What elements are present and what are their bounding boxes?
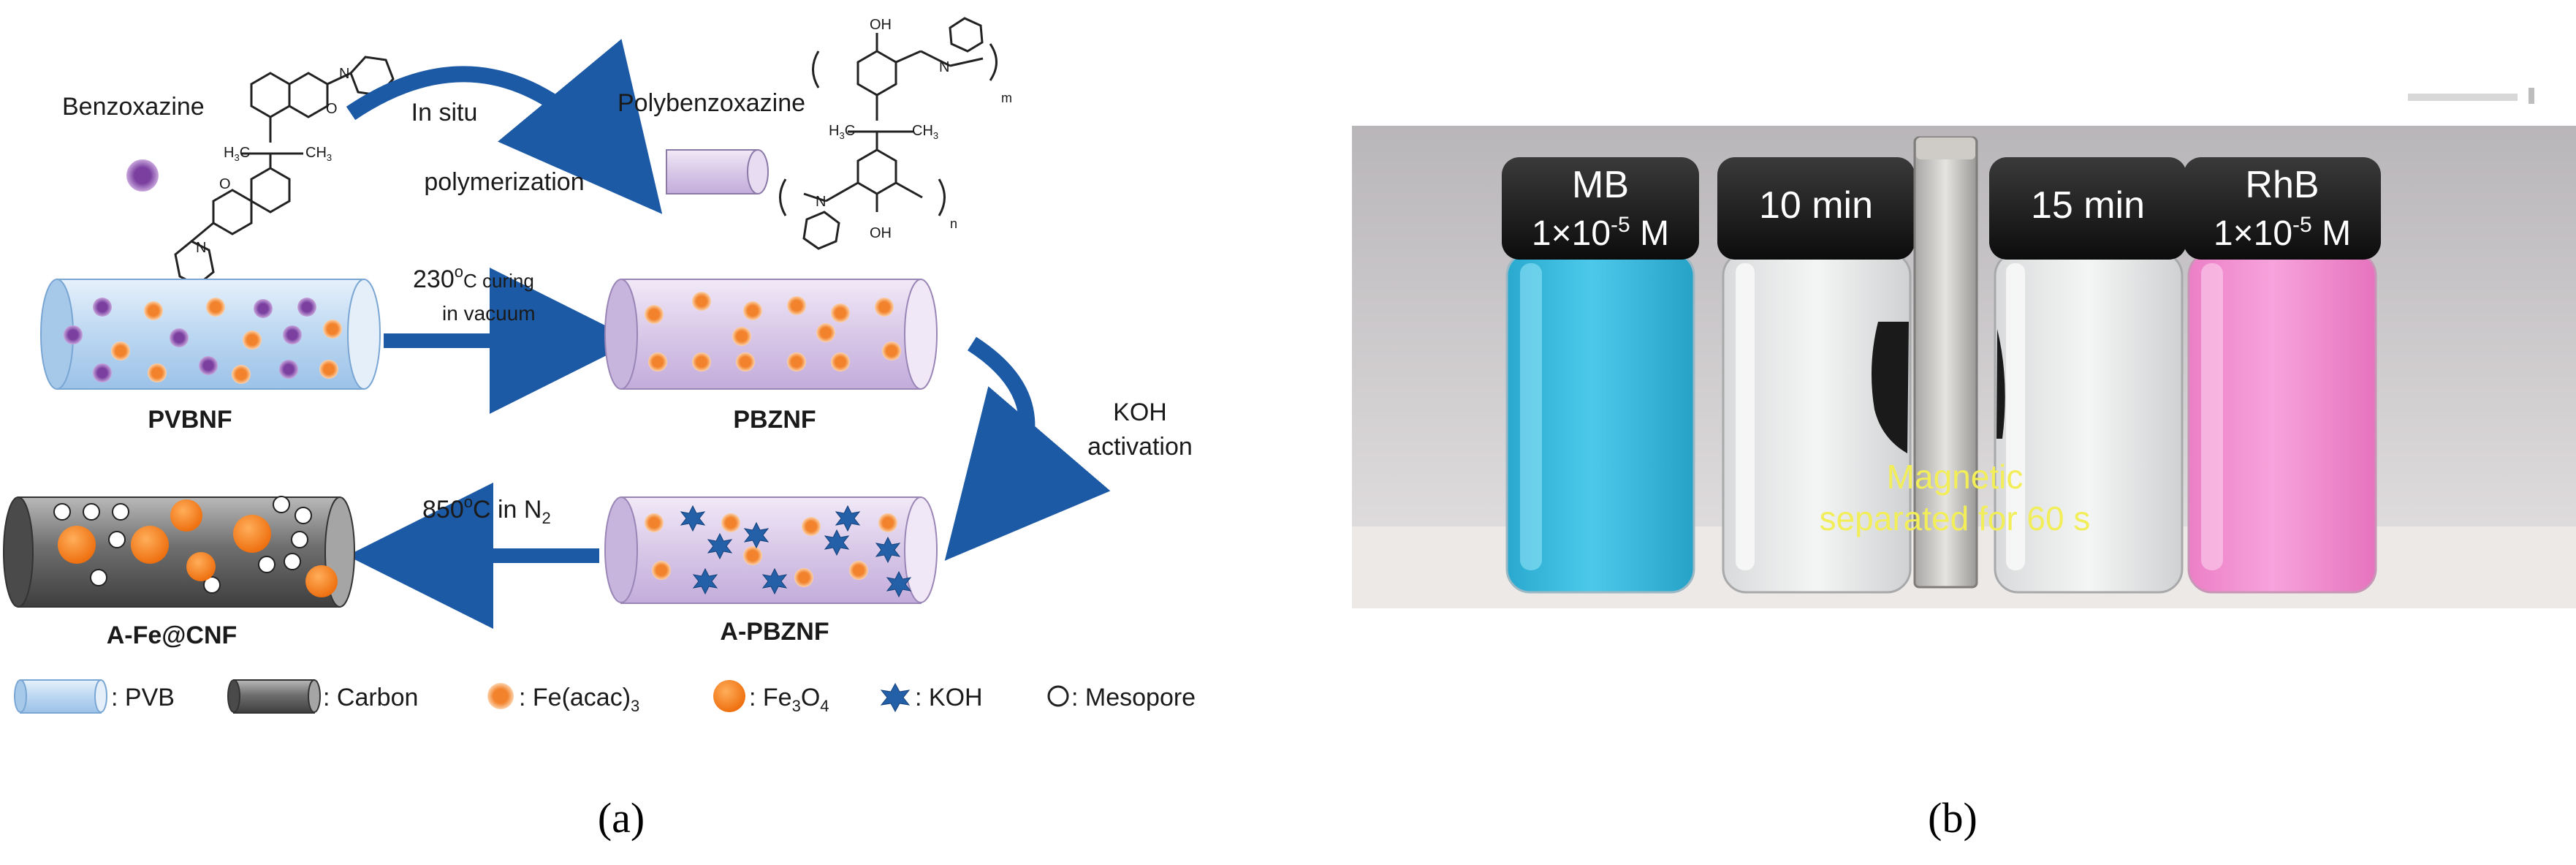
cropped-fragment: [2408, 94, 2518, 101]
pvbnf-fiber: [40, 279, 381, 390]
n-label-poly-bottom: N: [816, 194, 826, 210]
h3c-label-poly: H3C: [829, 123, 855, 141]
polybenzoxazine-label: Polybenzoxazine: [618, 89, 805, 117]
benzoxazine-label: Benzoxazine: [62, 93, 205, 121]
adsorbent-cluster-2: [1996, 329, 2005, 439]
koh-line2: activation: [1087, 433, 1193, 461]
curing-line1: 230oC curing: [413, 262, 534, 293]
n-subscript: n: [950, 216, 957, 231]
koh-line1: KOH: [1113, 398, 1167, 426]
vial-10min: 10 min: [1717, 157, 1915, 594]
oh-label-top: OH: [870, 17, 892, 33]
curing-line2: in vacuum: [442, 302, 536, 325]
legend: : PVB : Carbon : Fe(acac)3 : Fe3O4 : KOH: [14, 679, 1196, 715]
koh-activation-arrow: [944, 336, 1111, 561]
pyrolysis-label: 850oC in N2: [422, 493, 551, 527]
apbznf-label: A-PBZNF: [720, 618, 829, 646]
polymerization-line1: In situ: [411, 99, 478, 126]
pvbnf-label: PVBNF: [148, 406, 232, 434]
adsorbent-cluster: [1872, 322, 1909, 453]
vial-mb: MB 1×10-5 M: [1502, 157, 1699, 594]
legend-pvb: : PVB: [14, 679, 175, 714]
o-label-bottom: O: [219, 176, 231, 192]
vial-rhb-conc: 1×10-5 M: [2214, 213, 2351, 253]
h3c-label: H3C: [224, 145, 250, 163]
legend-mesopore-label: : Mesopore: [1071, 684, 1196, 711]
apbznf-fiber: [604, 496, 938, 604]
oh-label-bottom: OH: [870, 225, 892, 241]
benzoxazine-dot: [126, 159, 159, 192]
legend-fe3o4-label: : Fe3O4: [749, 684, 829, 715]
magnetic-line2: separated for 60 s: [1820, 499, 2091, 537]
ch3-label: CH3: [305, 145, 332, 163]
mesopore-circle-icon: [1047, 685, 1069, 707]
legend-koh-label: : KOH: [915, 684, 983, 711]
pbznf-particles: [645, 292, 901, 371]
o-label-top: O: [326, 101, 338, 117]
pbznf-fiber: [604, 279, 938, 390]
panel-b: MB 1×10-5 M 10 min 15 min: [1352, 88, 2576, 842]
legend-fe-acac: : Fe(acac)3: [487, 683, 639, 715]
legend-mesopore: : Mesopore: [1047, 684, 1196, 711]
apbznf-particles: [645, 505, 912, 598]
vial-15min-label: 15 min: [2031, 184, 2145, 227]
vial-10min-label: 10 min: [1759, 184, 1873, 227]
n-label-poly-top: N: [939, 59, 949, 75]
caption-a: (a): [598, 794, 645, 842]
panel-a: Benzoxazine H3C CH3 N O N O In situ poly…: [3, 17, 1196, 842]
n-label-bottom: N: [196, 240, 206, 256]
m-subscript: m: [1001, 91, 1012, 105]
pbznf-label: PBZNF: [733, 406, 816, 434]
polybenzoxazine-structure: [779, 17, 998, 250]
caption-b: (b): [1928, 794, 1977, 842]
legend-carbon-label: : Carbon: [323, 684, 418, 711]
benzoxazine-structure: [174, 56, 395, 287]
vial-mb-conc: 1×10-5 M: [1532, 213, 1669, 253]
afecnf-label: A-Fe@CNF: [107, 622, 238, 649]
afecnf-fiber: [3, 496, 355, 608]
legend-koh: : KOH: [880, 682, 983, 713]
polymerization-arrow: [346, 39, 663, 214]
pvbnf-particles: [64, 298, 342, 384]
n-label-top: N: [339, 66, 349, 82]
legend-fe-acac-label: : Fe(acac)3: [519, 684, 639, 715]
legend-fe3o4: : Fe3O4: [713, 680, 829, 715]
afecnf-particles: [53, 496, 338, 597]
polymerization-line2: polymerization: [424, 168, 584, 196]
polybenzoxazine-cylinder: [666, 149, 769, 194]
vial-rhb: RhB 1×10-5 M: [2184, 157, 2381, 594]
ch3-label-poly: CH3: [912, 123, 938, 141]
magnetic-line1: Magnetic: [1887, 458, 2024, 496]
vial-15min: 15 min: [1989, 157, 2186, 594]
legend-pvb-label: : PVB: [111, 684, 175, 711]
cropped-fragment-2: [2528, 88, 2534, 104]
legend-carbon: : Carbon: [227, 679, 418, 714]
vial-rhb-name: RhB: [2245, 164, 2319, 206]
vial-mb-name: MB: [1572, 164, 1629, 206]
magnet: [1913, 136, 1978, 589]
koh-star-icon: [880, 682, 911, 713]
